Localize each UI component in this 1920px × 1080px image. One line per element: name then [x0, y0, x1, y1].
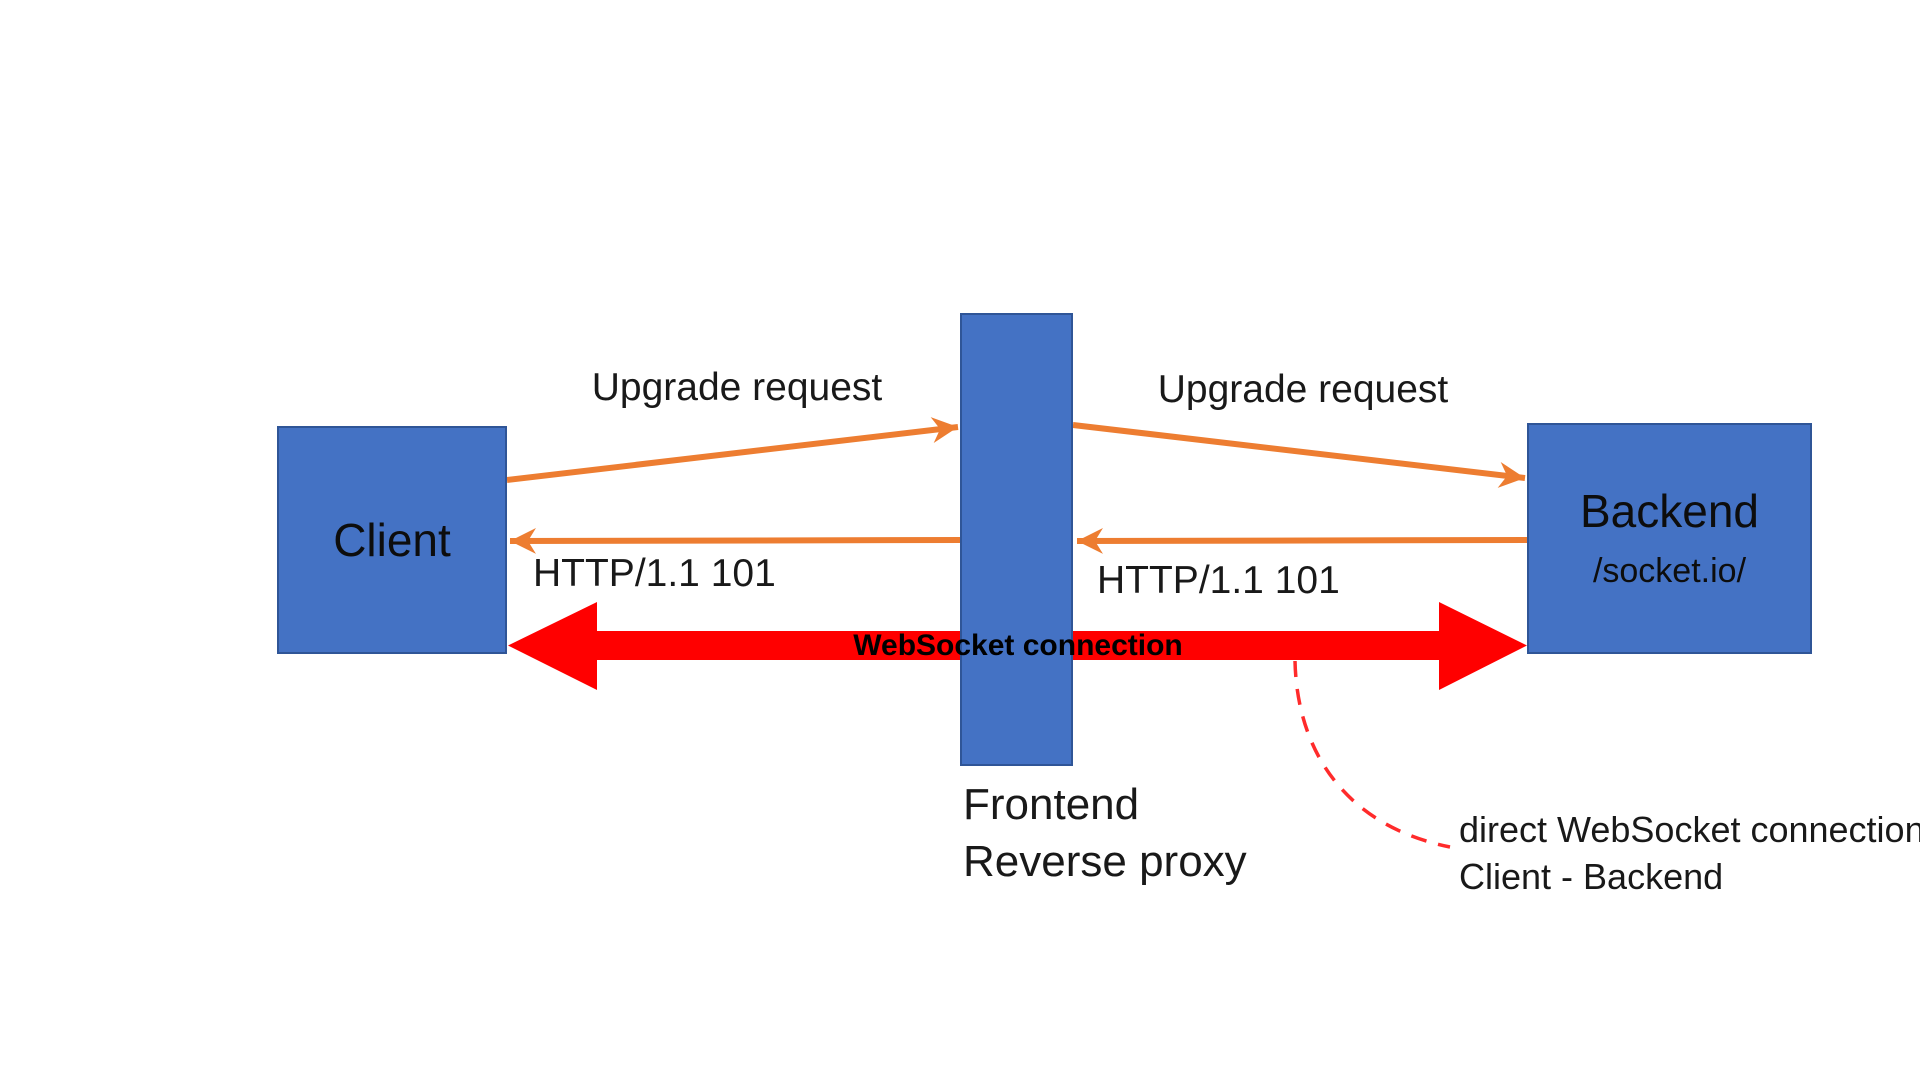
- client-label: Client: [333, 513, 451, 566]
- node-client: Client: [277, 426, 507, 654]
- arrow-proxy-to-client: [509, 527, 963, 554]
- label-proxy-caption: Frontend Reverse proxy: [963, 776, 1247, 890]
- annotation-direct-websocket: direct WebSocket connection Client - Bac…: [1459, 806, 1920, 900]
- arrow-backend-to-proxy: [1076, 527, 1528, 554]
- annotation-line2: Client - Backend: [1459, 856, 1724, 897]
- label-upgrade-request-left: Upgrade request: [591, 366, 883, 409]
- backend-sublabel: /socket.io/: [1592, 552, 1747, 591]
- backend-label: Backend: [1579, 484, 1759, 537]
- node-backend: Backend /socket.io/: [1527, 423, 1812, 654]
- label-websocket-connection: WebSocket connection: [853, 629, 1183, 662]
- annotation-line1: direct WebSocket connection: [1459, 809, 1920, 850]
- label-http101-left: HTTP/1.1 101: [533, 552, 776, 595]
- label-upgrade-request-right: Upgrade request: [1157, 368, 1449, 411]
- label-http101-right: HTTP/1.1 101: [1097, 559, 1340, 602]
- arrow-client-to-proxy: [506, 417, 959, 483]
- node-reverse-proxy: [960, 313, 1073, 766]
- callout-dashed-curve: [1293, 660, 1451, 849]
- proxy-caption-line2: Reverse proxy: [963, 837, 1247, 886]
- arrow-proxy-to-backend: [1072, 422, 1526, 488]
- proxy-caption-line1: Frontend: [963, 780, 1140, 829]
